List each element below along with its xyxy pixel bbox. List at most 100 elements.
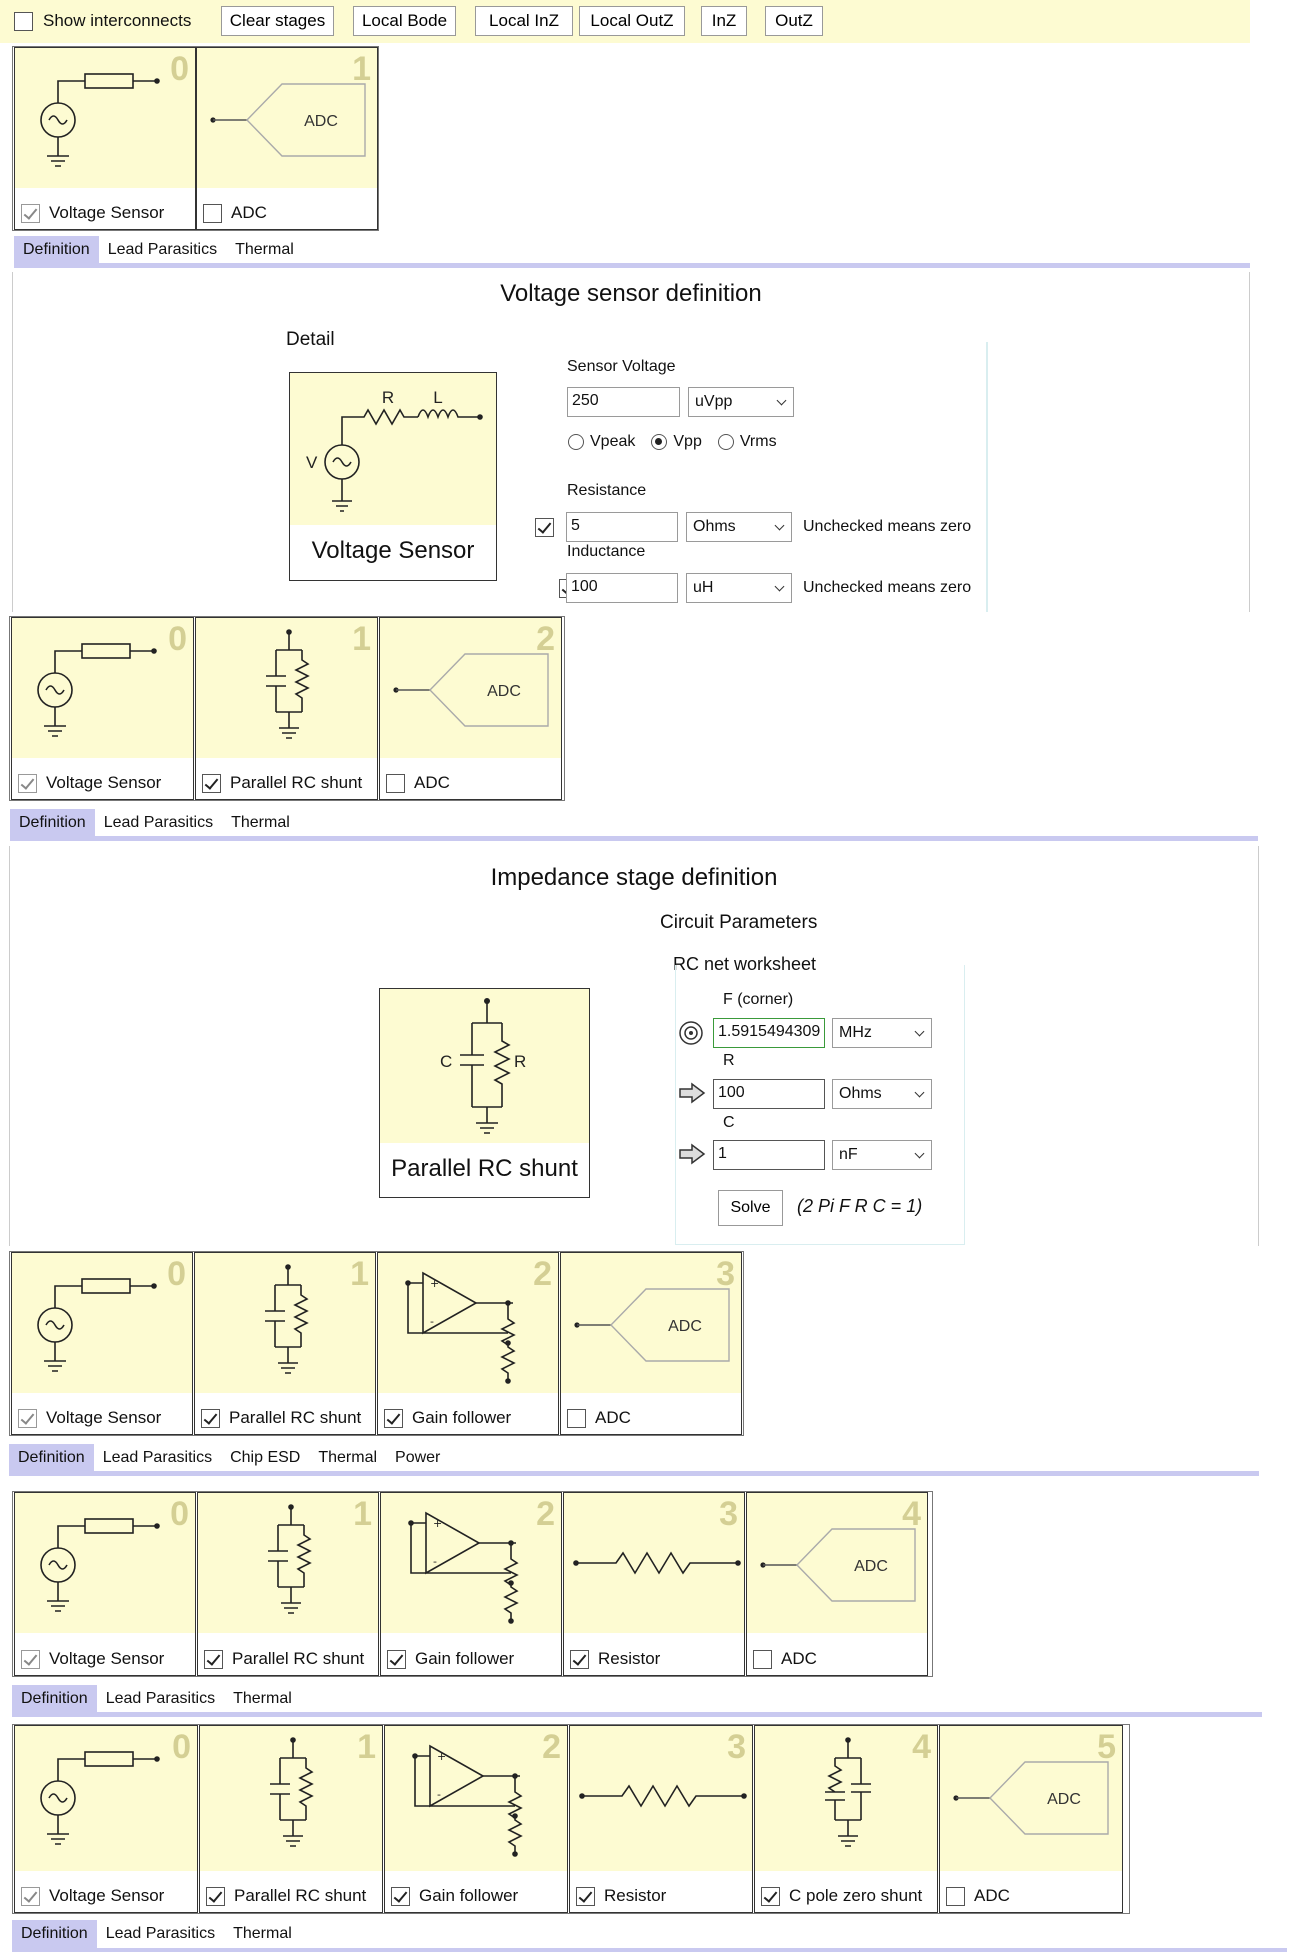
tab-thermal[interactable]: Thermal (318, 1448, 378, 1466)
stage-card-voltage-sensor[interactable]: 0 Voltage Sensor (11, 617, 194, 800)
stage-enable-checkbox[interactable] (202, 773, 221, 793)
l-label: L (433, 388, 442, 407)
arrow-right-icon[interactable] (678, 1143, 706, 1165)
tab-lead-parasitics[interactable]: Lead Parasitics (103, 813, 214, 831)
stage-card-resistor[interactable]: 3 Resistor (569, 1725, 753, 1913)
stage-card-voltage-sensor[interactable]: 0 Voltage Sensor (14, 1492, 196, 1676)
tab-thermal[interactable]: Thermal (233, 1689, 292, 1707)
stage-card-adc[interactable]: ADC 4 ADC (746, 1492, 928, 1676)
inz-button[interactable]: InZ (701, 6, 747, 36)
stage-enable-checkbox[interactable] (18, 1408, 37, 1428)
clear-stages-button[interactable]: Clear stages (221, 6, 334, 36)
stage-card-voltage-sensor[interactable]: 0 Voltage Sensor (14, 47, 196, 230)
stage-card-adc[interactable]: ADC 3 ADC (560, 1252, 742, 1435)
stage-enable-checkbox[interactable] (203, 203, 222, 223)
r-input[interactable]: 100 (713, 1079, 825, 1109)
stage-enable-checkbox[interactable] (21, 1886, 40, 1906)
stage-enable-checkbox[interactable] (384, 1408, 403, 1428)
resistance-enable-checkbox[interactable] (535, 518, 554, 537)
stage-enable-checkbox[interactable] (391, 1886, 410, 1906)
checkbox-icon[interactable] (14, 11, 33, 31)
tab-definition[interactable]: Definition (12, 1685, 97, 1712)
show-interconnects-checkbox[interactable]: Show interconnects (14, 11, 191, 31)
stage-enable-checkbox[interactable] (18, 773, 37, 793)
stage-enable-checkbox[interactable] (21, 1649, 40, 1669)
tab-lead-parasitics[interactable]: Lead Parasitics (102, 1448, 213, 1466)
v-label: V (306, 453, 318, 472)
tab-thermal[interactable]: Thermal (231, 813, 290, 831)
f-corner-input[interactable]: 1.5915494309 (713, 1018, 825, 1048)
voltage-source-icon (37, 643, 158, 737)
tab-lead-parasitics[interactable]: Lead Parasitics (105, 1925, 216, 1942)
solve-button[interactable]: Solve (718, 1190, 783, 1226)
stage-number: 0 (170, 1495, 189, 1533)
local-inz-button[interactable]: Local InZ (475, 6, 573, 36)
adc-icon: ADC (209, 83, 366, 157)
stage-card-gain-follower[interactable]: 2 Gain follower (380, 1492, 562, 1676)
inductance-input[interactable]: 100 (566, 573, 678, 603)
chevron-down-icon (914, 1087, 925, 1097)
parallel-rc-icon (264, 1263, 308, 1374)
stage-card-gain-follower[interactable]: 2 Gain follower (384, 1725, 568, 1913)
stage-card-parallel-rc[interactable]: 1 Parallel RC shunt (197, 1492, 379, 1676)
stage-card-resistor[interactable]: 3 Resistor (563, 1492, 745, 1676)
radio-label: Vpeak (590, 433, 636, 450)
stage-enable-checkbox[interactable] (21, 203, 40, 223)
stage-card-parallel-rc[interactable]: 1 Parallel RC shunt (199, 1725, 383, 1913)
tab-lead-parasitics[interactable]: Lead Parasitics (105, 1689, 216, 1707)
r-unit-select[interactable]: Ohms (832, 1079, 932, 1109)
stage-enable-checkbox[interactable] (567, 1408, 586, 1428)
stage-card-voltage-sensor[interactable]: 0 Voltage Sensor (11, 1252, 193, 1435)
stage-enable-checkbox[interactable] (386, 773, 405, 793)
stage-enable-checkbox[interactable] (206, 1886, 225, 1906)
sensor-voltage-input[interactable]: 250 (567, 387, 680, 417)
stage-enable-checkbox[interactable] (204, 1649, 223, 1669)
local-outz-button[interactable]: Local OutZ (579, 6, 685, 36)
inductance-unit-select[interactable]: uH (686, 573, 792, 603)
sensor-voltage-unit-select[interactable]: uVpp (688, 387, 794, 417)
resistance-unit-select[interactable]: Ohms (686, 512, 792, 542)
resistance-input[interactable]: 5 (566, 512, 678, 542)
tab-thermal[interactable]: Thermal (235, 240, 294, 258)
c-input[interactable]: 1 (713, 1140, 825, 1170)
stage-card-voltage-sensor[interactable]: 0 Voltage Sensor (14, 1725, 198, 1913)
stage-card-c-pole-zero[interactable]: 4 C pole zero shunt (754, 1725, 938, 1913)
stage-enable-checkbox[interactable] (946, 1886, 965, 1906)
tab-power[interactable]: Power (395, 1448, 441, 1466)
stage-enable-checkbox[interactable] (570, 1649, 589, 1669)
stage-number: 3 (727, 1728, 746, 1766)
stage-enable-checkbox[interactable] (753, 1649, 772, 1669)
stage-label: Voltage Sensor (46, 1408, 162, 1427)
stage-enable-checkbox[interactable] (201, 1408, 220, 1428)
target-icon[interactable] (678, 1020, 704, 1046)
tab-definition[interactable]: Definition (14, 236, 99, 263)
outz-button[interactable]: OutZ (765, 6, 823, 36)
stage-card-parallel-rc[interactable]: 1 Parallel RC shunt (195, 617, 378, 800)
stage-card-gain-follower[interactable]: 2 Gain follower (377, 1252, 559, 1435)
f-unit-select[interactable]: MHz (832, 1018, 932, 1048)
radio-vpp[interactable] (651, 434, 668, 450)
tab-definition[interactable]: Definition (9, 1444, 94, 1471)
stage-card-parallel-rc[interactable]: 1 Parallel RC shunt (194, 1252, 376, 1435)
tab-lead-parasitics[interactable]: Lead Parasitics (107, 240, 218, 258)
stage-enable-checkbox[interactable] (761, 1886, 780, 1906)
c-unit-select[interactable]: nF (832, 1140, 932, 1170)
tab-definition[interactable]: Definition (10, 809, 95, 836)
radio-vpeak[interactable] (568, 434, 584, 450)
voltage-sensor-diagram: R L V Voltage Sensor (289, 372, 497, 581)
tab-definition[interactable]: Definition (12, 1920, 97, 1948)
stage-strip: 0 Voltage Sensor 1 Parallel RC shunt 2 G… (12, 1724, 1130, 1914)
radio-vrms[interactable] (717, 434, 734, 450)
stage-number: 1 (357, 1728, 376, 1766)
stage-number: 1 (350, 1255, 369, 1293)
stage-enable-checkbox[interactable] (387, 1649, 406, 1669)
local-bode-button[interactable]: Local Bode (353, 6, 456, 36)
stage-card-adc[interactable]: ADC 5 ADC (939, 1725, 1123, 1913)
tab-chip-esd[interactable]: Chip ESD (230, 1448, 301, 1466)
stage-strip: 0 Voltage Sensor 1 Parallel RC shunt ADC… (9, 616, 565, 801)
stage-enable-checkbox[interactable] (576, 1886, 595, 1906)
tab-thermal[interactable]: Thermal (233, 1925, 292, 1942)
arrow-right-icon[interactable] (678, 1082, 706, 1104)
stage-card-adc[interactable]: ADC 2 ADC (379, 617, 562, 800)
stage-card-adc[interactable]: ADC 1 ADC (196, 47, 378, 230)
